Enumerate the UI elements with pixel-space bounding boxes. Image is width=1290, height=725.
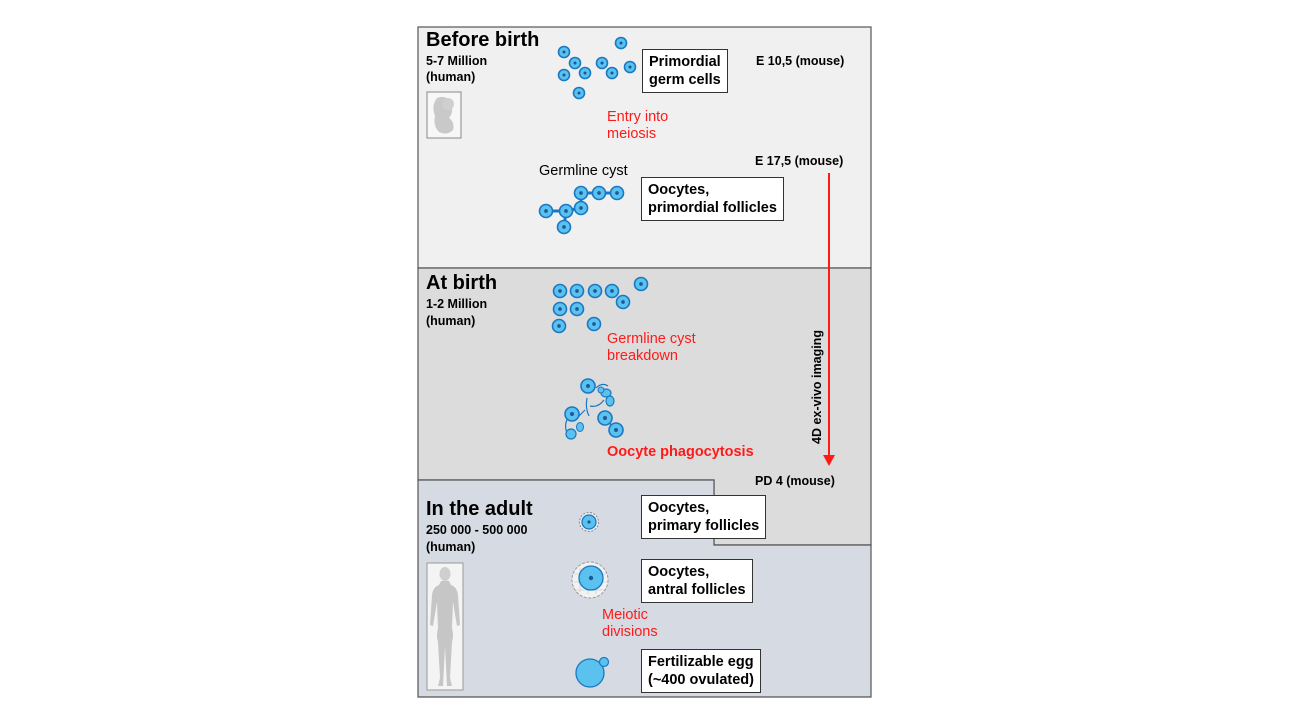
label-line: Germline cyst xyxy=(607,331,696,347)
cell xyxy=(614,36,628,50)
cell xyxy=(595,56,609,70)
count-at-birth: 1-2 Million xyxy=(426,297,488,311)
imaging-timeline-arrow xyxy=(823,173,835,466)
cell xyxy=(556,219,572,235)
box-fertilizable-egg: Fertilizable egg (~400 ovulated) xyxy=(641,649,761,694)
human-figure-icon xyxy=(426,562,464,691)
label-line: breakdown xyxy=(607,347,678,364)
cell xyxy=(586,316,602,332)
cell xyxy=(580,378,596,394)
cell xyxy=(604,283,620,299)
primary-follicle-icon xyxy=(579,512,599,532)
cell xyxy=(623,60,637,74)
label-line: Entry into xyxy=(607,109,669,125)
label-4d-imaging: 4D ex-vivo imaging xyxy=(810,330,824,444)
box-line: primordial follicles xyxy=(648,200,777,217)
section-title-at-birth: At birth xyxy=(426,272,498,294)
box-line: (~400 ovulated) xyxy=(648,672,754,689)
species-before-birth: (human) xyxy=(426,70,476,84)
box-line: Primordial xyxy=(649,54,721,70)
cell xyxy=(605,66,619,80)
cell xyxy=(633,276,649,292)
cell xyxy=(597,410,613,426)
box-antral-follicles: Oocytes, antral follicles xyxy=(641,559,753,604)
cell xyxy=(551,318,567,334)
cell xyxy=(568,56,582,70)
box-primordial-germ-cells: Primordial germ cells xyxy=(642,49,728,94)
label-meiotic-divisions: Meiotic divisions xyxy=(602,607,658,640)
cell xyxy=(591,185,607,201)
stage-e10: E 10,5 (mouse) xyxy=(756,54,845,68)
cell xyxy=(552,283,568,299)
box-line: Oocytes, xyxy=(648,500,710,516)
box-line: primary follicles xyxy=(648,518,760,535)
cell xyxy=(573,200,589,216)
box-line: Fertilizable egg xyxy=(648,654,754,670)
cell xyxy=(569,283,585,299)
box-primordial-follicles: Oocytes, primordial follicles xyxy=(641,177,784,222)
cell xyxy=(557,45,571,59)
embryo-icon xyxy=(426,91,462,139)
cell xyxy=(573,185,589,201)
species-at-birth: (human) xyxy=(426,314,476,328)
box-line: Oocytes, xyxy=(648,564,710,580)
fertilizable-egg-icon xyxy=(575,656,610,688)
section-title-before-birth: Before birth xyxy=(426,29,540,51)
cell xyxy=(587,283,603,299)
label-phagocytosis: Oocyte phagocytosis xyxy=(607,444,754,460)
cell xyxy=(572,86,586,100)
oocyte-phagocytosis-cluster xyxy=(564,378,624,440)
cell xyxy=(558,203,574,219)
cell xyxy=(564,406,580,422)
section-title-adult: In the adult xyxy=(426,498,533,520)
germline-cyst-cluster xyxy=(538,185,625,235)
label-line: Meiotic xyxy=(602,607,648,623)
species-adult: (human) xyxy=(426,540,476,554)
label-entry-meiosis: Entry into meiosis xyxy=(607,109,668,142)
cell xyxy=(538,203,554,219)
stage-e17: E 17,5 (mouse) xyxy=(755,154,844,168)
cell xyxy=(557,68,571,82)
box-primary-follicles: Oocytes, primary follicles xyxy=(641,495,767,540)
antral-follicle-icon xyxy=(571,561,609,599)
cell xyxy=(609,185,625,201)
cell xyxy=(552,301,568,317)
cell xyxy=(615,294,631,310)
label-line: meiosis xyxy=(607,125,657,142)
label-cyst-breakdown: Germline cyst breakdown xyxy=(607,331,696,364)
primordial-germ-cells-cluster xyxy=(557,36,637,100)
count-adult: 250 000 - 500 000 xyxy=(426,523,528,537)
cell xyxy=(608,422,624,438)
box-line: germ cells xyxy=(649,72,721,89)
box-line: Oocytes, xyxy=(648,182,710,198)
label-germline-cyst: Germline cyst xyxy=(539,163,628,179)
cyst-breakdown-cluster xyxy=(551,276,649,334)
box-line: antral follicles xyxy=(648,582,746,599)
label-line: divisions xyxy=(602,623,658,640)
cell xyxy=(569,301,585,317)
stage-pd4: PD 4 (mouse) xyxy=(755,474,835,488)
cell xyxy=(578,66,592,80)
count-before-birth: 5-7 Million xyxy=(426,54,488,68)
